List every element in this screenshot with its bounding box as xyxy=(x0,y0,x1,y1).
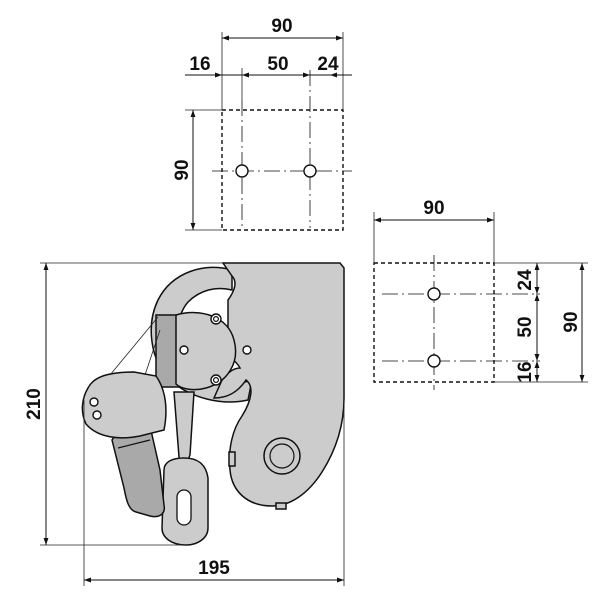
top-plate-outline xyxy=(221,109,344,231)
lever-slot xyxy=(176,489,192,526)
top-plate-hole-left xyxy=(235,164,249,178)
side-dim-width-label: 90 xyxy=(423,198,444,219)
top-dim-height-label: 90 xyxy=(172,159,193,180)
main-dim-width-label: 195 xyxy=(198,558,230,579)
tangent-line-2 xyxy=(144,329,161,376)
side-dim-height-label: 90 xyxy=(561,311,582,332)
handle-screw-2 xyxy=(92,410,102,420)
side-stub xyxy=(228,451,236,467)
top-dim-width-label: 90 xyxy=(271,16,292,37)
top-dim-offset-right-label: 24 xyxy=(317,54,339,75)
screw-bottom xyxy=(210,374,222,386)
handle-grip xyxy=(111,424,166,518)
pivot-left xyxy=(179,345,189,355)
top-plate-hole-right xyxy=(303,164,317,178)
handle-screw-1 xyxy=(89,397,99,407)
top-dim-offset-left-label: 16 xyxy=(189,54,210,75)
screw-top-inner xyxy=(213,316,220,323)
bottom-nub xyxy=(275,502,287,510)
wheel-inner xyxy=(269,443,295,469)
side-plate-view: 90 24 50 16 90 xyxy=(373,198,588,390)
side-dim-offset-bottom-label: 16 xyxy=(515,361,536,382)
pivot-right xyxy=(242,345,252,355)
side-plate-hole-bottom xyxy=(427,354,441,368)
top-plate-view: 90 16 50 24 90 xyxy=(172,16,352,231)
trolley-drawing xyxy=(81,262,345,546)
main-dim-height-label: 210 xyxy=(24,388,45,420)
wheel-outer xyxy=(263,437,301,475)
handle-grip-line xyxy=(117,439,151,449)
side-plate-hole-top xyxy=(427,287,441,301)
side-dim-hole-spacing-label: 50 xyxy=(515,316,536,337)
screw-bottom-inner xyxy=(213,377,220,384)
screw-top xyxy=(210,313,222,325)
side-dim-offset-top-label: 24 xyxy=(515,269,536,291)
top-dim-hole-spacing-label: 50 xyxy=(267,54,288,75)
main-dimensions: 210 195 xyxy=(24,262,345,586)
handle-head xyxy=(81,371,167,439)
tangent-line-1 xyxy=(109,316,159,376)
